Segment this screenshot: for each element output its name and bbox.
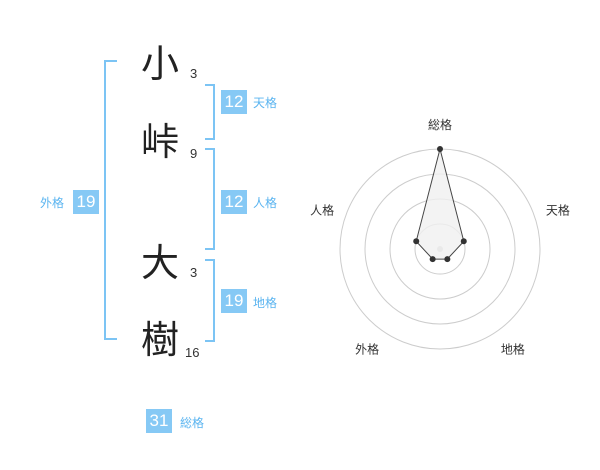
soukaku-value-badge: 31 <box>146 409 172 433</box>
name-char-4: 樹 <box>141 318 180 362</box>
radar-point-3 <box>444 256 451 263</box>
tenkaku-value-badge: 12 <box>221 90 247 114</box>
radar-point-4 <box>429 256 436 263</box>
tenkaku-label: 天格 <box>253 96 278 110</box>
radar-axis-label-4: 外格 <box>355 341 379 356</box>
soukaku-label: 総格 <box>180 416 205 430</box>
jinkaku-bracket <box>205 148 215 250</box>
stroke-count-4: 16 <box>185 345 200 360</box>
jinkaku-label: 人格 <box>253 196 278 210</box>
stroke-count-2: 9 <box>190 146 198 161</box>
name-char-2: 峠 <box>141 120 180 164</box>
chikaku-value-badge: 19 <box>221 289 247 313</box>
tenkaku-bracket <box>205 84 215 140</box>
chikaku-label: 地格 <box>253 296 278 310</box>
name-char-1: 小 <box>141 42 180 86</box>
radar-point-1 <box>437 146 443 152</box>
radar-axis-label-2: 天格 <box>546 203 570 218</box>
stroke-count-1: 3 <box>190 66 198 81</box>
radar-axis-label-1: 総格 <box>428 117 452 132</box>
chikaku-bracket <box>205 259 215 342</box>
radar-axis-label-3: 地格 <box>501 341 525 356</box>
gaikaku-bracket <box>104 60 117 340</box>
radar-axis-label-5: 人格 <box>310 203 334 218</box>
radar-point-5 <box>413 238 420 245</box>
stroke-count-3: 3 <box>190 265 198 280</box>
radar-value-polygon <box>415 148 465 260</box>
name-char-3: 大 <box>141 241 180 285</box>
jinkaku-value-badge: 12 <box>221 190 247 214</box>
gaikaku-value-badge: 19 <box>73 190 99 214</box>
gaikaku-label: 外格 <box>40 196 65 210</box>
radar-point-2 <box>460 238 467 245</box>
